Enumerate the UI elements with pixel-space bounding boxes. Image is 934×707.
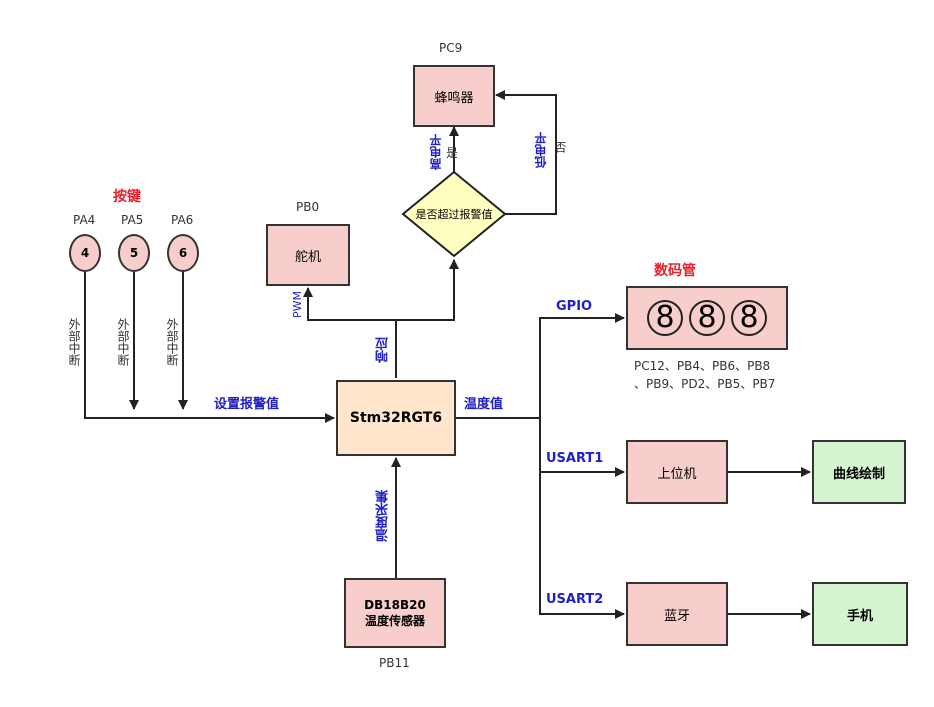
servo-node: 舵机 bbox=[266, 224, 350, 286]
usart2-arrow bbox=[539, 472, 625, 619]
usart2-label: USART2 bbox=[546, 592, 604, 607]
to-servo-arrow bbox=[303, 287, 396, 321]
sensor-name: DB18B20 bbox=[364, 597, 426, 612]
pb0-label: PB0 bbox=[296, 200, 320, 214]
ext-int-label-3: 外部中断 bbox=[165, 318, 179, 366]
key-5: 5 bbox=[118, 234, 150, 272]
digit-2: 8 bbox=[689, 300, 725, 336]
seven-segment-node: 8 8 8 bbox=[626, 286, 788, 350]
bluetooth-node: 蓝牙 bbox=[626, 582, 728, 646]
sensor-node: DB18B20 温度传感器 bbox=[344, 578, 446, 648]
phone-node: 手机 bbox=[812, 582, 908, 646]
yes-label: 是 bbox=[446, 146, 459, 160]
no-label: 否 bbox=[553, 141, 567, 153]
pa6-label: PA6 bbox=[171, 213, 194, 227]
pc9-label: PC9 bbox=[439, 41, 463, 55]
gpio-label: GPIO bbox=[556, 299, 593, 314]
curve-node: 曲线绘制 bbox=[812, 440, 906, 504]
key-6: 6 bbox=[167, 234, 199, 272]
temp-collect-label: 温度采集 bbox=[376, 490, 391, 542]
decision-diamond bbox=[401, 170, 507, 258]
key-4: 4 bbox=[69, 234, 101, 272]
high-level-label: 高电平 bbox=[429, 134, 443, 170]
ext-int-label-1: 外部中断 bbox=[67, 318, 81, 366]
low-level-label: 低电平 bbox=[534, 132, 548, 168]
host-node: 上位机 bbox=[626, 440, 728, 504]
seg-pins-line2: 、PB9、PD2、PB5、PB7 bbox=[634, 377, 776, 391]
pwm-label: PWM bbox=[291, 291, 304, 319]
pb11-label: PB11 bbox=[379, 656, 410, 670]
decision-no-arrow bbox=[495, 90, 557, 215]
temp-value-label: 温度值 bbox=[464, 397, 504, 412]
pa4-to-mcu-arrow bbox=[84, 272, 335, 423]
gpio-arrow bbox=[539, 313, 625, 418]
decision-label: 是否超过报警值 bbox=[415, 208, 493, 221]
response-label: 响应 bbox=[376, 337, 391, 363]
usart1-label: USART1 bbox=[546, 451, 604, 466]
digit-3: 8 bbox=[731, 300, 767, 336]
ext-int-label-2: 外部中断 bbox=[116, 318, 130, 366]
digit-1: 8 bbox=[647, 300, 683, 336]
buzzer-node: 蜂鸣器 bbox=[413, 65, 495, 127]
seg-pins-line1: PC12、PB4、PB6、PB8 bbox=[634, 359, 771, 373]
to-decision-arrow bbox=[396, 259, 459, 321]
seg-title: 数码管 bbox=[654, 263, 696, 279]
set-alarm-label: 设置报警值 bbox=[214, 397, 280, 412]
sensor-desc: 温度传感器 bbox=[364, 613, 425, 628]
mcu-node: Stm32RGT6 bbox=[336, 380, 456, 456]
pa4-label: PA4 bbox=[73, 213, 96, 227]
pa5-label: PA5 bbox=[121, 213, 144, 227]
keys-title: 按键 bbox=[113, 189, 141, 205]
